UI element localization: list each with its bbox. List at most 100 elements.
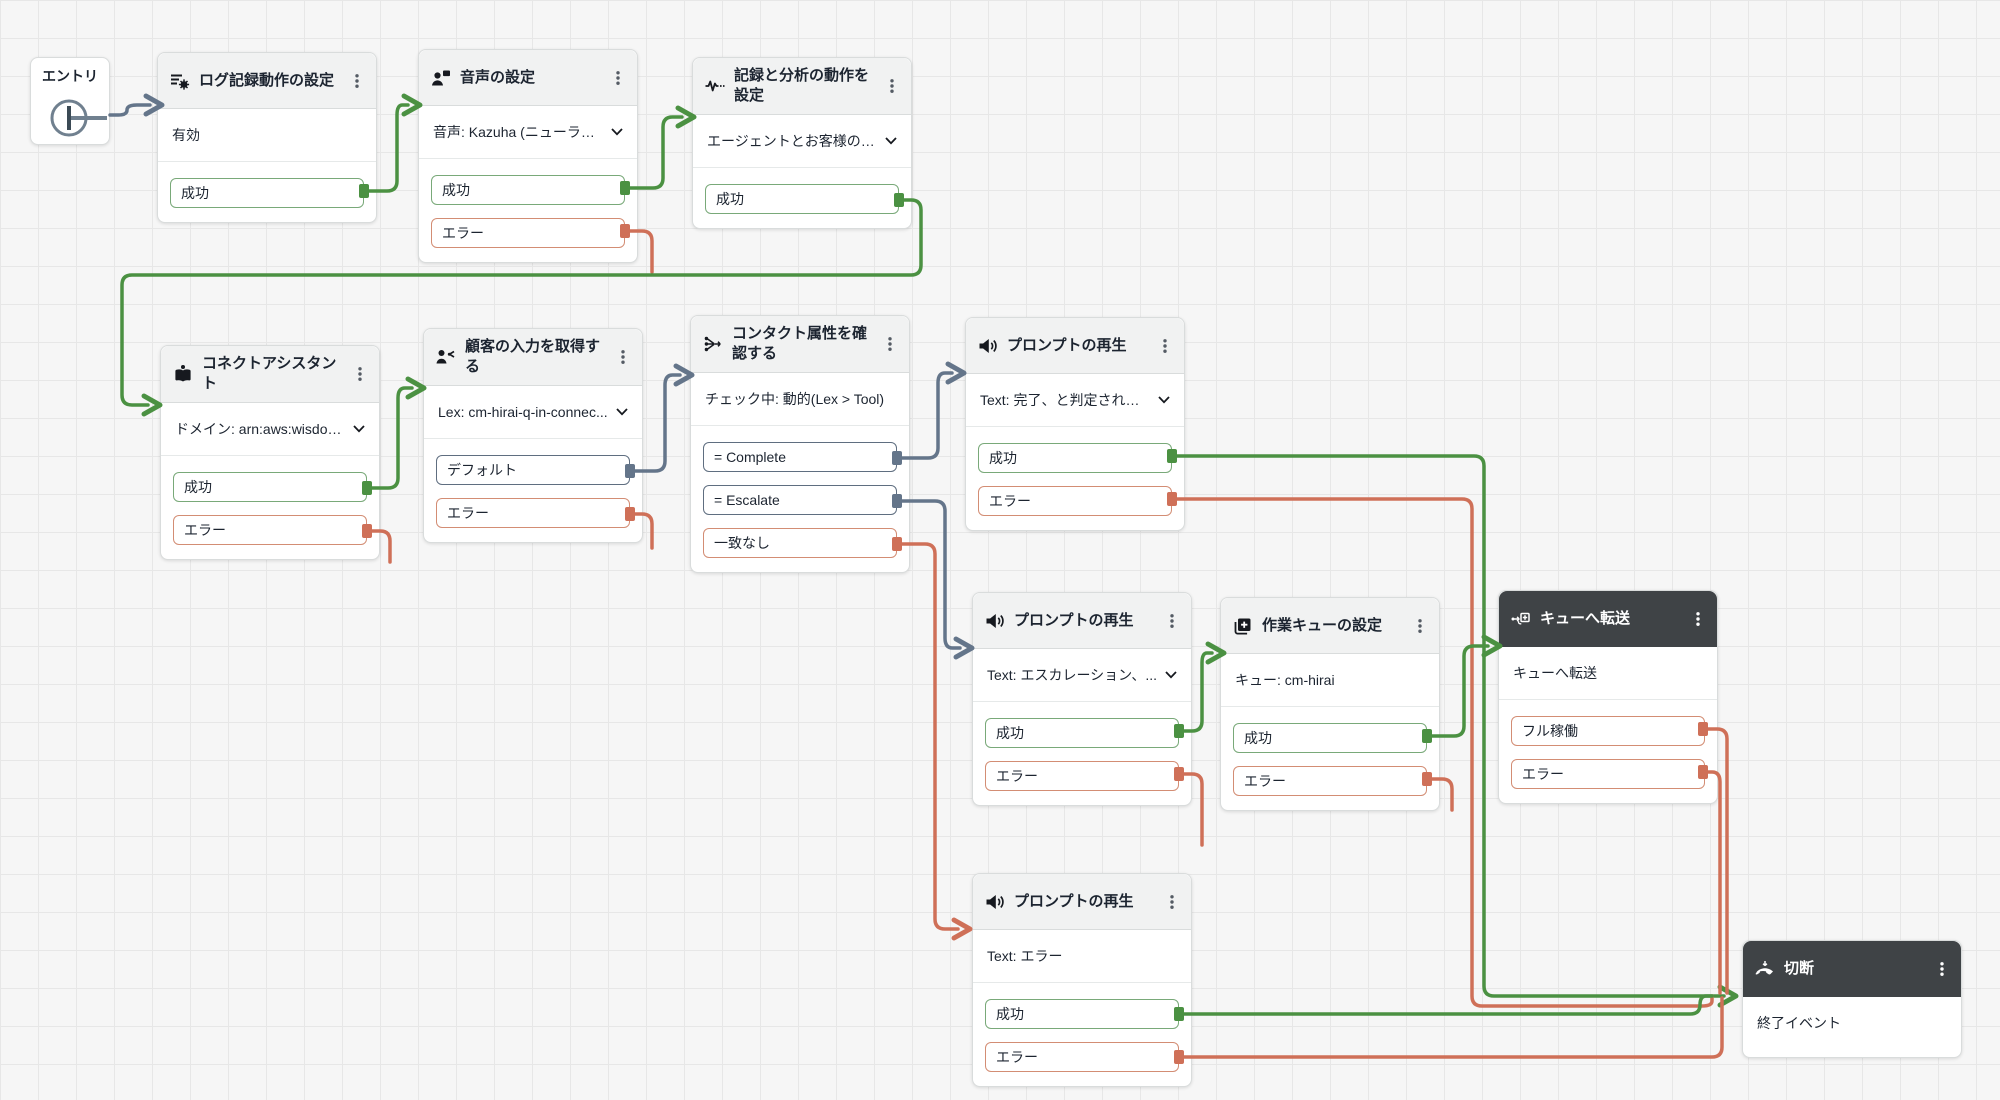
voice-icon — [431, 68, 451, 88]
kebab-menu-icon[interactable] — [883, 76, 901, 96]
node-outputs: フル稼働エラー — [1499, 700, 1717, 803]
output-port-error[interactable]: エラー — [985, 761, 1179, 791]
output-port-success[interactable]: 成功 — [173, 472, 367, 502]
output-port-error[interactable]: エラー — [1511, 759, 1705, 789]
node-config-text: Text: エラー — [987, 948, 1063, 964]
node-header[interactable]: 記録と分析の動作を設定 — [693, 58, 911, 115]
node-header[interactable]: キューへ転送 — [1499, 591, 1717, 647]
kebab-menu-icon[interactable] — [348, 71, 366, 91]
kebab-menu-icon[interactable] — [1163, 892, 1181, 912]
node-header[interactable]: 顧客の入力を取得する — [424, 329, 642, 386]
edge-arrowhead — [1717, 984, 1739, 1008]
output-port-error[interactable]: エラー — [431, 218, 625, 248]
node-outputs: 成功エラー — [1221, 707, 1439, 810]
node-body: ドメイン: arn:aws:wisdom... — [161, 403, 379, 456]
node-body: エージェントとお客様の音... — [693, 115, 911, 168]
output-port-success[interactable]: 成功 — [985, 999, 1179, 1029]
output-port-error[interactable]: 一致なし — [703, 528, 897, 558]
output-port-error[interactable]: エラー — [173, 515, 367, 545]
node-set-voice[interactable]: 音声の設定音声: Kazuha (ニューラル:... 成功エラー — [418, 49, 638, 263]
output-port-success[interactable]: 成功 — [431, 175, 625, 205]
kebab-menu-icon[interactable] — [1163, 611, 1181, 631]
node-config-row: エージェントとお客様の音... — [707, 131, 897, 151]
node-config-row: キュー: cm-hirai — [1235, 670, 1425, 690]
node-header[interactable]: プロンプトの再生 — [973, 874, 1191, 930]
kebab-menu-icon[interactable] — [1411, 616, 1429, 636]
node-outputs: = Complete = Escalate 一致なし — [691, 426, 909, 572]
entry-node[interactable]: エントリ — [30, 57, 110, 145]
output-port-success[interactable]: 成功 — [985, 718, 1179, 748]
edge-play-error-error-to-disconnect — [1178, 996, 1724, 1059]
analytics-icon — [705, 76, 725, 96]
node-set-logging-behavior[interactable]: ログ記録動作の設定有効成功 — [157, 52, 377, 223]
output-port-success[interactable]: 成功 — [1233, 723, 1427, 753]
node-play-prompt-complete[interactable]: プロンプトの再生 Text: 完了、と判定されま... 成功エラー — [965, 317, 1185, 531]
kebab-menu-icon[interactable] — [1689, 609, 1707, 629]
node-header[interactable]: 切断 — [1743, 941, 1961, 997]
kebab-menu-icon[interactable] — [1933, 959, 1951, 979]
node-body: キューへ転送 — [1499, 647, 1717, 700]
node-config-text: チェック中: 動的(Lex > Tool) — [705, 391, 885, 407]
speaker-icon — [978, 336, 998, 356]
output-port-branch[interactable]: デフォルト — [436, 455, 630, 485]
output-port-success[interactable]: 成功 — [705, 184, 899, 214]
node-config-text: キュー: cm-hirai — [1235, 672, 1335, 688]
output-port-error[interactable]: フル稼働 — [1511, 716, 1705, 746]
output-port-branch[interactable]: = Complete — [703, 442, 897, 472]
node-title: 顧客の入力を取得する — [465, 338, 601, 375]
node-transfer-to-queue[interactable]: キューへ転送キューへ転送フル稼働エラー — [1498, 590, 1718, 804]
node-title: 作業キューの設定 — [1262, 616, 1383, 634]
node-set-recording-analytics[interactable]: 記録と分析の動作を設定エージェントとお客様の音... 成功 — [692, 57, 912, 229]
node-get-customer-input[interactable]: 顧客の入力を取得する Lex: cm-hirai-q-in-connec... デフ… — [423, 328, 643, 543]
node-header[interactable]: コンタクト属性を確認する — [691, 316, 909, 373]
node-connect-assistant[interactable]: コネクトアシスタントドメイン: arn:aws:wisdom... 成功エラー — [160, 345, 380, 560]
node-body: チェック中: 動的(Lex > Tool) — [691, 373, 909, 426]
node-config-row: 音声: Kazuha (ニューラル:... — [433, 122, 623, 142]
node-title: プロンプトの再生 — [1007, 336, 1127, 354]
node-outputs: デフォルトエラー — [424, 439, 642, 542]
node-outputs: 成功 — [693, 168, 911, 228]
node-config-row: 終了イベント — [1757, 1013, 1947, 1033]
output-port-branch[interactable]: = Escalate — [703, 485, 897, 515]
output-port-error[interactable]: エラー — [978, 486, 1172, 516]
kebab-menu-icon[interactable] — [1156, 336, 1174, 356]
node-disconnect[interactable]: 切断終了イベント — [1742, 940, 1962, 1058]
output-port-error[interactable]: エラー — [985, 1042, 1179, 1072]
node-header[interactable]: 作業キューの設定 — [1221, 598, 1439, 654]
node-config-row: Lex: cm-hirai-q-in-connec... — [438, 402, 628, 422]
speaker-icon — [985, 611, 1005, 631]
entry-point-icon[interactable] — [31, 86, 109, 151]
output-port-error[interactable]: エラー — [436, 498, 630, 528]
node-header[interactable]: コネクトアシスタント — [161, 346, 379, 403]
node-header[interactable]: ログ記録動作の設定 — [158, 53, 376, 109]
kebab-menu-icon[interactable] — [609, 68, 627, 88]
node-body: Text: エラー — [973, 930, 1191, 983]
node-title: キューへ転送 — [1540, 609, 1631, 627]
output-port-success[interactable]: 成功 — [170, 178, 364, 208]
output-port-error[interactable]: エラー — [1233, 766, 1427, 796]
node-play-prompt-error[interactable]: プロンプトの再生 Text: エラー成功エラー — [972, 873, 1192, 1087]
node-header[interactable]: プロンプトの再生 — [973, 593, 1191, 649]
kebab-menu-icon[interactable] — [881, 334, 899, 354]
node-header[interactable]: プロンプトの再生 — [966, 318, 1184, 374]
speaker-icon — [985, 892, 1005, 912]
get-input-icon — [436, 347, 456, 367]
node-header[interactable]: 音声の設定 — [419, 50, 637, 106]
output-port-success[interactable]: 成功 — [978, 443, 1172, 473]
edge-arrowhead — [953, 636, 975, 660]
edge-arrowhead — [405, 376, 427, 400]
node-config-text: キューへ転送 — [1513, 665, 1597, 681]
node-body: キュー: cm-hirai — [1221, 654, 1439, 707]
set-queue-icon — [1233, 616, 1253, 636]
node-body: Lex: cm-hirai-q-in-connec... — [424, 386, 642, 439]
node-check-contact-attributes[interactable]: コンタクト属性を確認するチェック中: 動的(Lex > Tool) = Compl… — [690, 315, 910, 573]
edge-check-nomatch-to-play-error — [896, 542, 960, 931]
edge-transfer-error-to-disconnect — [1702, 770, 1722, 995]
node-body: Text: 完了、と判定されま... — [966, 374, 1184, 427]
kebab-menu-icon[interactable] — [614, 347, 632, 367]
node-title: プロンプトの再生 — [1014, 892, 1134, 910]
kebab-menu-icon[interactable] — [351, 364, 369, 384]
node-set-working-queue[interactable]: 作業キューの設定キュー: cm-hirai 成功エラー — [1220, 597, 1440, 811]
